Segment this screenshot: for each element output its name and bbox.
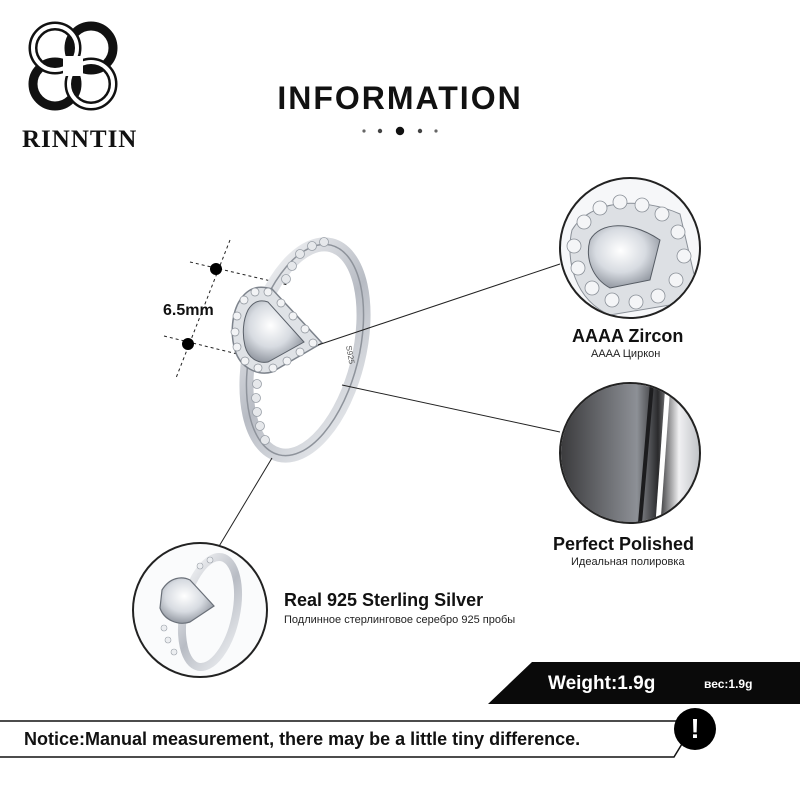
- weight-banner: [488, 662, 800, 704]
- weight-label: Weight:1.9g: [548, 673, 656, 694]
- measurement-label: 6.5mm: [163, 302, 214, 319]
- feature-polished-title: Perfect Polished: [553, 534, 695, 554]
- brand-name: RINNTIN: [22, 126, 138, 153]
- page-title: INFORMATION: [277, 80, 523, 116]
- decorative-dots: [362, 126, 438, 136]
- ring-thumbnail-image: [132, 542, 268, 678]
- feature-polished-subtitle: Идеальная полировка: [571, 556, 685, 568]
- ring-illustration: S925: [132, 177, 701, 678]
- weight-label-ru: вес:1.9g: [704, 677, 753, 691]
- feature-zircon-subtitle: AAAA Циркон: [591, 348, 661, 360]
- svg-text:S925: S925: [344, 345, 356, 366]
- zircon-closeup-image: [559, 177, 701, 319]
- feature-silver-title: Real 925 Sterling Silver: [284, 590, 484, 610]
- rinntin-logo-icon: [28, 21, 118, 111]
- feature-silver-subtitle: Подлинное стерлинговое серебро 925 пробы: [284, 614, 516, 626]
- exclamation-icon: !: [674, 708, 716, 750]
- notice-text: Notice:Manual measurement, there may be …: [24, 729, 581, 749]
- feature-zircon-title: AAAA Zircon: [572, 326, 684, 346]
- polished-band-closeup-image: [559, 382, 701, 524]
